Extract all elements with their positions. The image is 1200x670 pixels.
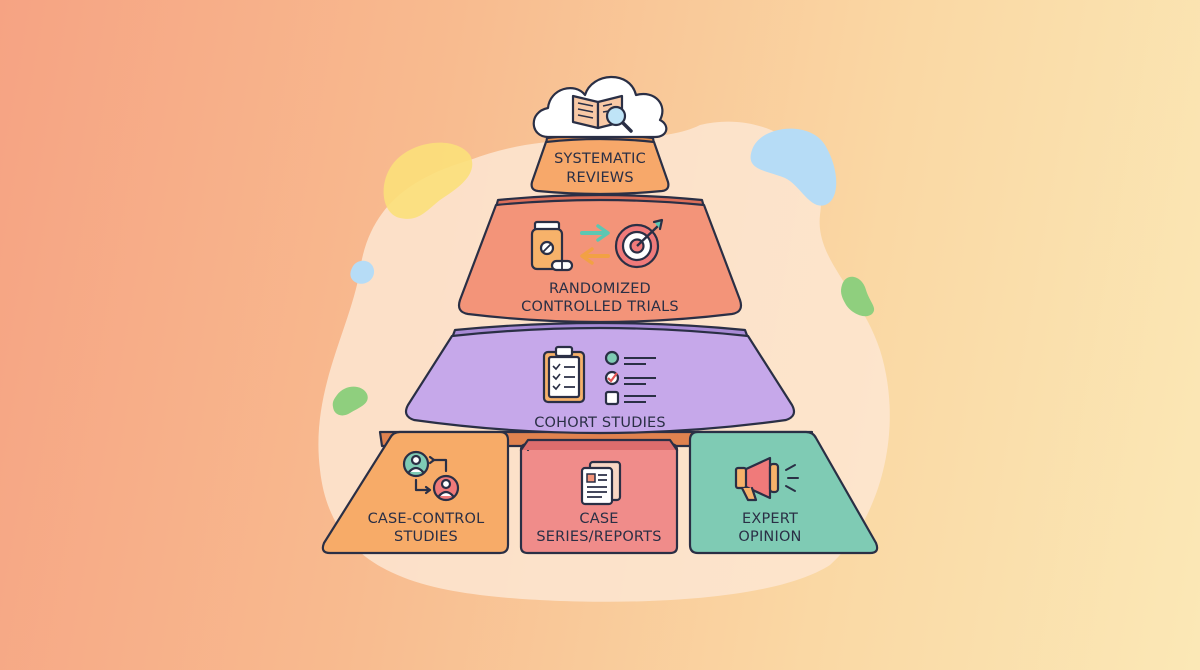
people-exchange-icon <box>402 450 460 502</box>
green-splotch-left <box>332 386 368 416</box>
medicine-target-icon <box>530 218 664 272</box>
blue-splotch <box>750 128 837 206</box>
level-cohort-studies[interactable] <box>404 321 796 435</box>
label-cohort: COHORT STUDIES <box>534 415 666 431</box>
green-splotch-right <box>841 276 875 317</box>
level-randomized-controlled-trials[interactable] <box>457 193 743 324</box>
yellow-splotch <box>383 142 473 219</box>
label-case-series-2: SERIES/REPORTS <box>536 529 661 545</box>
book-magnifier-icon <box>532 75 668 139</box>
blue-dot <box>350 260 375 284</box>
label-case-control-2: STUDIES <box>394 529 458 545</box>
label-expert-opinion-2: OPINION <box>738 529 801 545</box>
label-systematic-reviews-1: SYSTEMATIC <box>554 151 646 167</box>
level-expert-opinion[interactable] <box>688 430 879 555</box>
label-case-control-1: CASE-CONTROL <box>368 511 485 527</box>
label-expert-opinion-1: EXPERT <box>742 511 798 527</box>
label-rct-1: RANDOMIZED <box>549 281 651 297</box>
label-systematic-reviews-2: REVIEWS <box>566 170 634 186</box>
megaphone-icon <box>734 456 799 502</box>
level-case-control-studies[interactable] <box>321 430 510 555</box>
label-case-series-1: CASE <box>579 511 618 527</box>
document-icon <box>580 460 622 506</box>
clipboard-checklist-icon <box>542 345 656 406</box>
label-rct-2: CONTROLLED TRIALS <box>521 299 679 315</box>
